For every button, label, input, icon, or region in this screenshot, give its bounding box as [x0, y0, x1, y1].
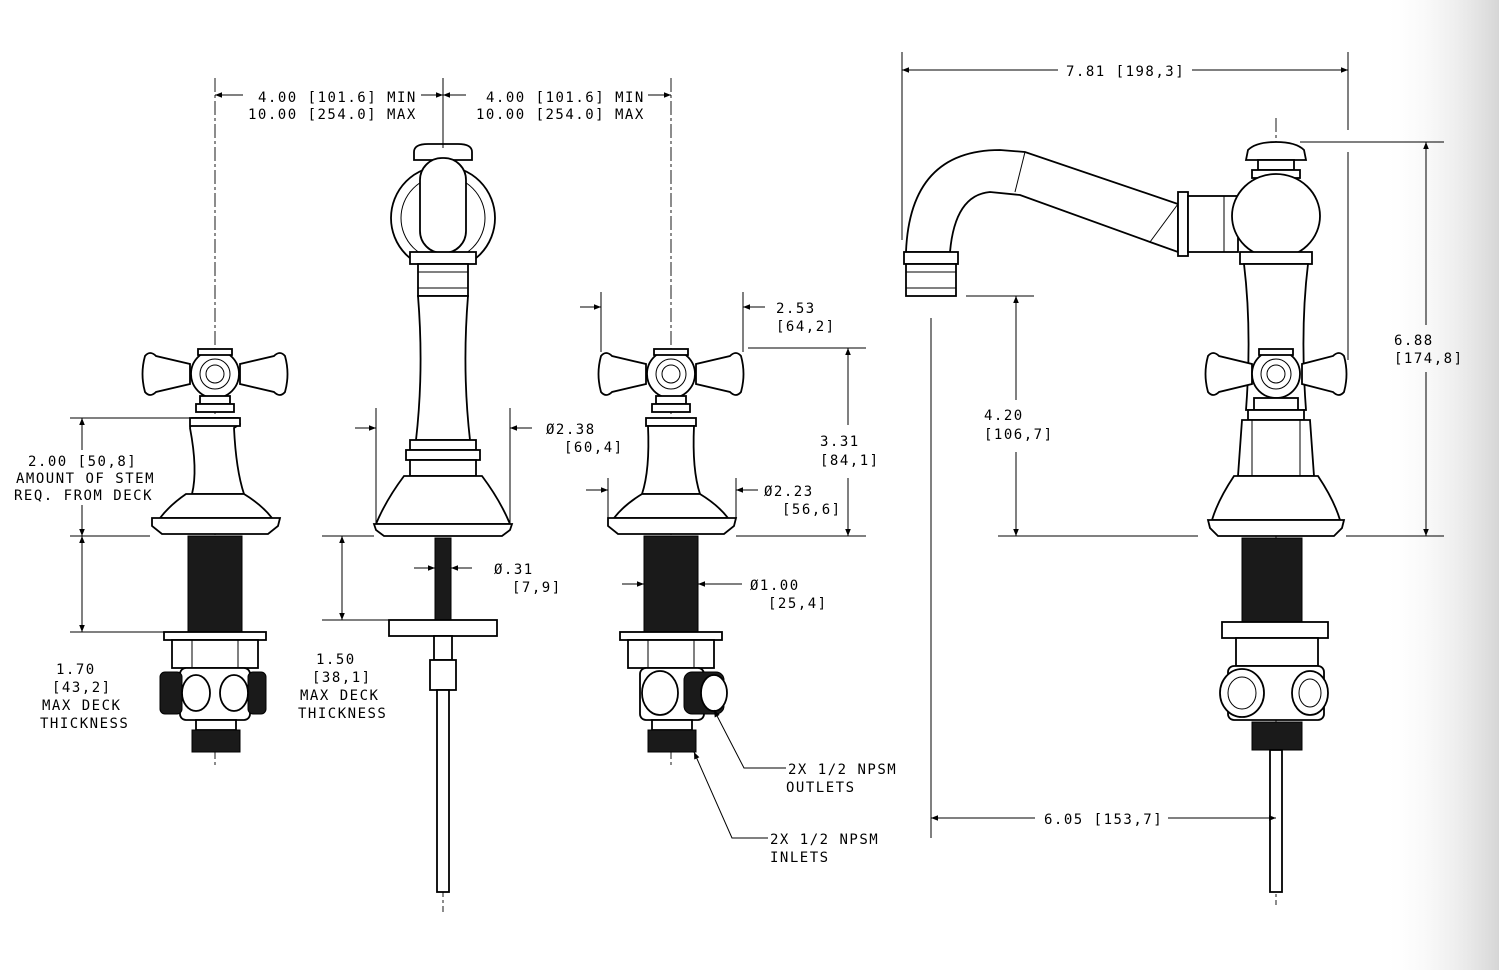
right-spacing-text-1: 4.00 [101.6] MIN: [486, 90, 645, 106]
outlets-text-1: 2X 1/2 NPSM: [788, 762, 897, 778]
deck-mid-text-1: 1.50: [316, 652, 356, 668]
deck-left-text-1: 1.70: [56, 662, 96, 678]
deck-left-text-4: THICKNESS: [40, 716, 129, 732]
deck-left-text-3: MAX DECK: [42, 698, 121, 714]
spout-height-text-2: [106,7]: [984, 427, 1054, 443]
stem-text-2: AMOUNT OF STEM: [16, 471, 155, 487]
faucet-side-view: [903, 118, 1348, 905]
handle-height-text-1: 3.31: [820, 434, 860, 450]
base-dia-text-2: [56,6]: [782, 502, 842, 518]
inlets-text-1: 2X 1/2 NPSM: [770, 832, 879, 848]
stem-text-3: REQ. FROM DECK: [14, 488, 153, 504]
overall-height-text-2: [174,8]: [1394, 351, 1464, 367]
spout-dia-text-1: Ø2.38: [546, 422, 596, 438]
handle-height-text-2: [84,1]: [820, 453, 880, 469]
deck-mid-text-2: [38,1]: [312, 670, 372, 686]
deck-mid-text-4: THICKNESS: [298, 706, 387, 722]
spout-offset-text: 6.05 [153,7]: [1044, 812, 1163, 828]
left-spacing-text-2: 10.00 [254.0] MAX: [248, 107, 417, 123]
spout-reach-text: 7.81 [198,3]: [1066, 64, 1185, 80]
rod-dia-text-1: Ø.31: [494, 562, 534, 578]
outlets-text-2: OUTLETS: [786, 780, 856, 796]
dimension-lines: [70, 52, 1444, 839]
spout-dia-text-2: [60,4]: [564, 440, 624, 456]
stem-text-1: 2.00 [50,8]: [28, 454, 137, 470]
overall-height-text-1: 6.88: [1394, 333, 1434, 349]
handle-width-text-1: 2.53: [776, 301, 816, 317]
dimension-labels: 4.00 [101.6] MIN 10.00 [254.0] MAX 4.00 …: [14, 64, 1464, 866]
right-edge-shading: [1380, 0, 1499, 970]
inlets-text-2: INLETS: [770, 850, 830, 866]
base-dia-text-1: Ø2.23: [764, 484, 814, 500]
shank-dia-text-1: Ø1.00: [750, 578, 800, 594]
handle-width-text-2: [64,2]: [776, 319, 836, 335]
right-handle-view: [597, 78, 745, 765]
shank-dia-text-2: [25,4]: [768, 596, 828, 612]
left-handle-view: [141, 78, 289, 765]
deck-mid-text-3: MAX DECK: [300, 688, 379, 704]
deck-left-text-2: [43,2]: [52, 680, 112, 696]
right-spacing-text-2: 10.00 [254.0] MAX: [476, 107, 645, 123]
spout-height-text-1: 4.20: [984, 408, 1024, 424]
rod-dia-text-2: [7,9]: [512, 580, 562, 596]
left-spacing-text-1: 4.00 [101.6] MIN: [258, 90, 417, 106]
spout-front-view: [372, 78, 514, 912]
